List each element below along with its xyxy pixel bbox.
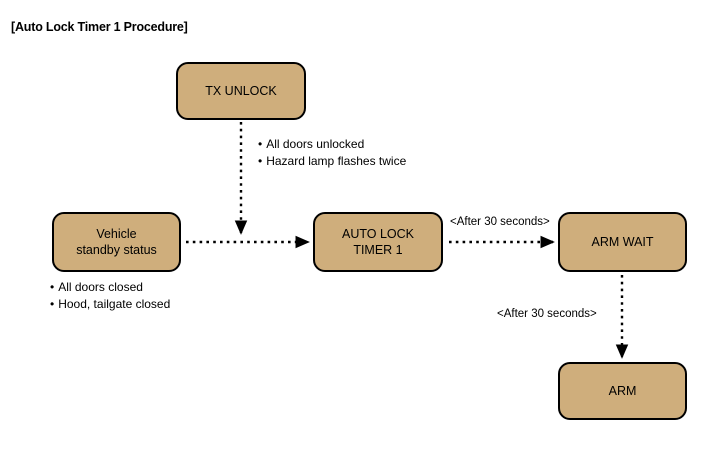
node-vehicle-standby-status[interactable]: Vehicle standby status — [52, 212, 181, 272]
note-line: •All doors closed — [50, 279, 170, 296]
note-line: •Hazard lamp flashes twice — [258, 153, 406, 170]
node-vehicle-label-line1: Vehicle — [96, 227, 137, 241]
node-auto-lock-timer-1[interactable]: AUTO LOCK TIMER 1 — [313, 212, 443, 272]
node-arm-wait[interactable]: ARM WAIT — [558, 212, 687, 272]
page-title: [Auto Lock Timer 1 Procedure] — [11, 20, 188, 34]
node-vehicle-label-line2: standby status — [76, 243, 157, 257]
note-text: Hazard lamp flashes twice — [266, 154, 407, 168]
node-tx-unlock[interactable]: TX UNLOCK — [176, 62, 306, 120]
note-text: All doors closed — [58, 280, 143, 294]
node-auto-lock-label-line2: TIMER 1 — [353, 243, 403, 257]
bullet-icon: • — [258, 137, 263, 151]
note-line: •Hood, tailgate closed — [50, 296, 170, 313]
node-arm-label: ARM — [608, 384, 637, 398]
note-tx-unlock-effects: •All doors unlocked •Hazard lamp flashes… — [258, 136, 406, 170]
note-vehicle-conditions: •All doors closed •Hood, tailgate closed — [50, 279, 170, 313]
edge-label-arm-wait-to-arm: <After 30 seconds> — [497, 308, 597, 320]
node-auto-lock-label-line1: AUTO LOCK — [341, 227, 414, 241]
node-tx-unlock-label: TX UNLOCK — [205, 84, 277, 98]
bullet-icon: • — [50, 297, 55, 311]
node-arm[interactable]: ARM — [558, 362, 687, 420]
note-line: •All doors unlocked — [258, 136, 406, 153]
bullet-icon: • — [258, 154, 263, 168]
note-text: Hood, tailgate closed — [58, 297, 171, 311]
note-text: All doors unlocked — [266, 137, 365, 151]
bullet-icon: • — [50, 280, 55, 294]
node-arm-wait-label: ARM WAIT — [591, 235, 654, 249]
edge-label-auto-lock-to-arm-wait: <After 30 seconds> — [450, 216, 550, 228]
